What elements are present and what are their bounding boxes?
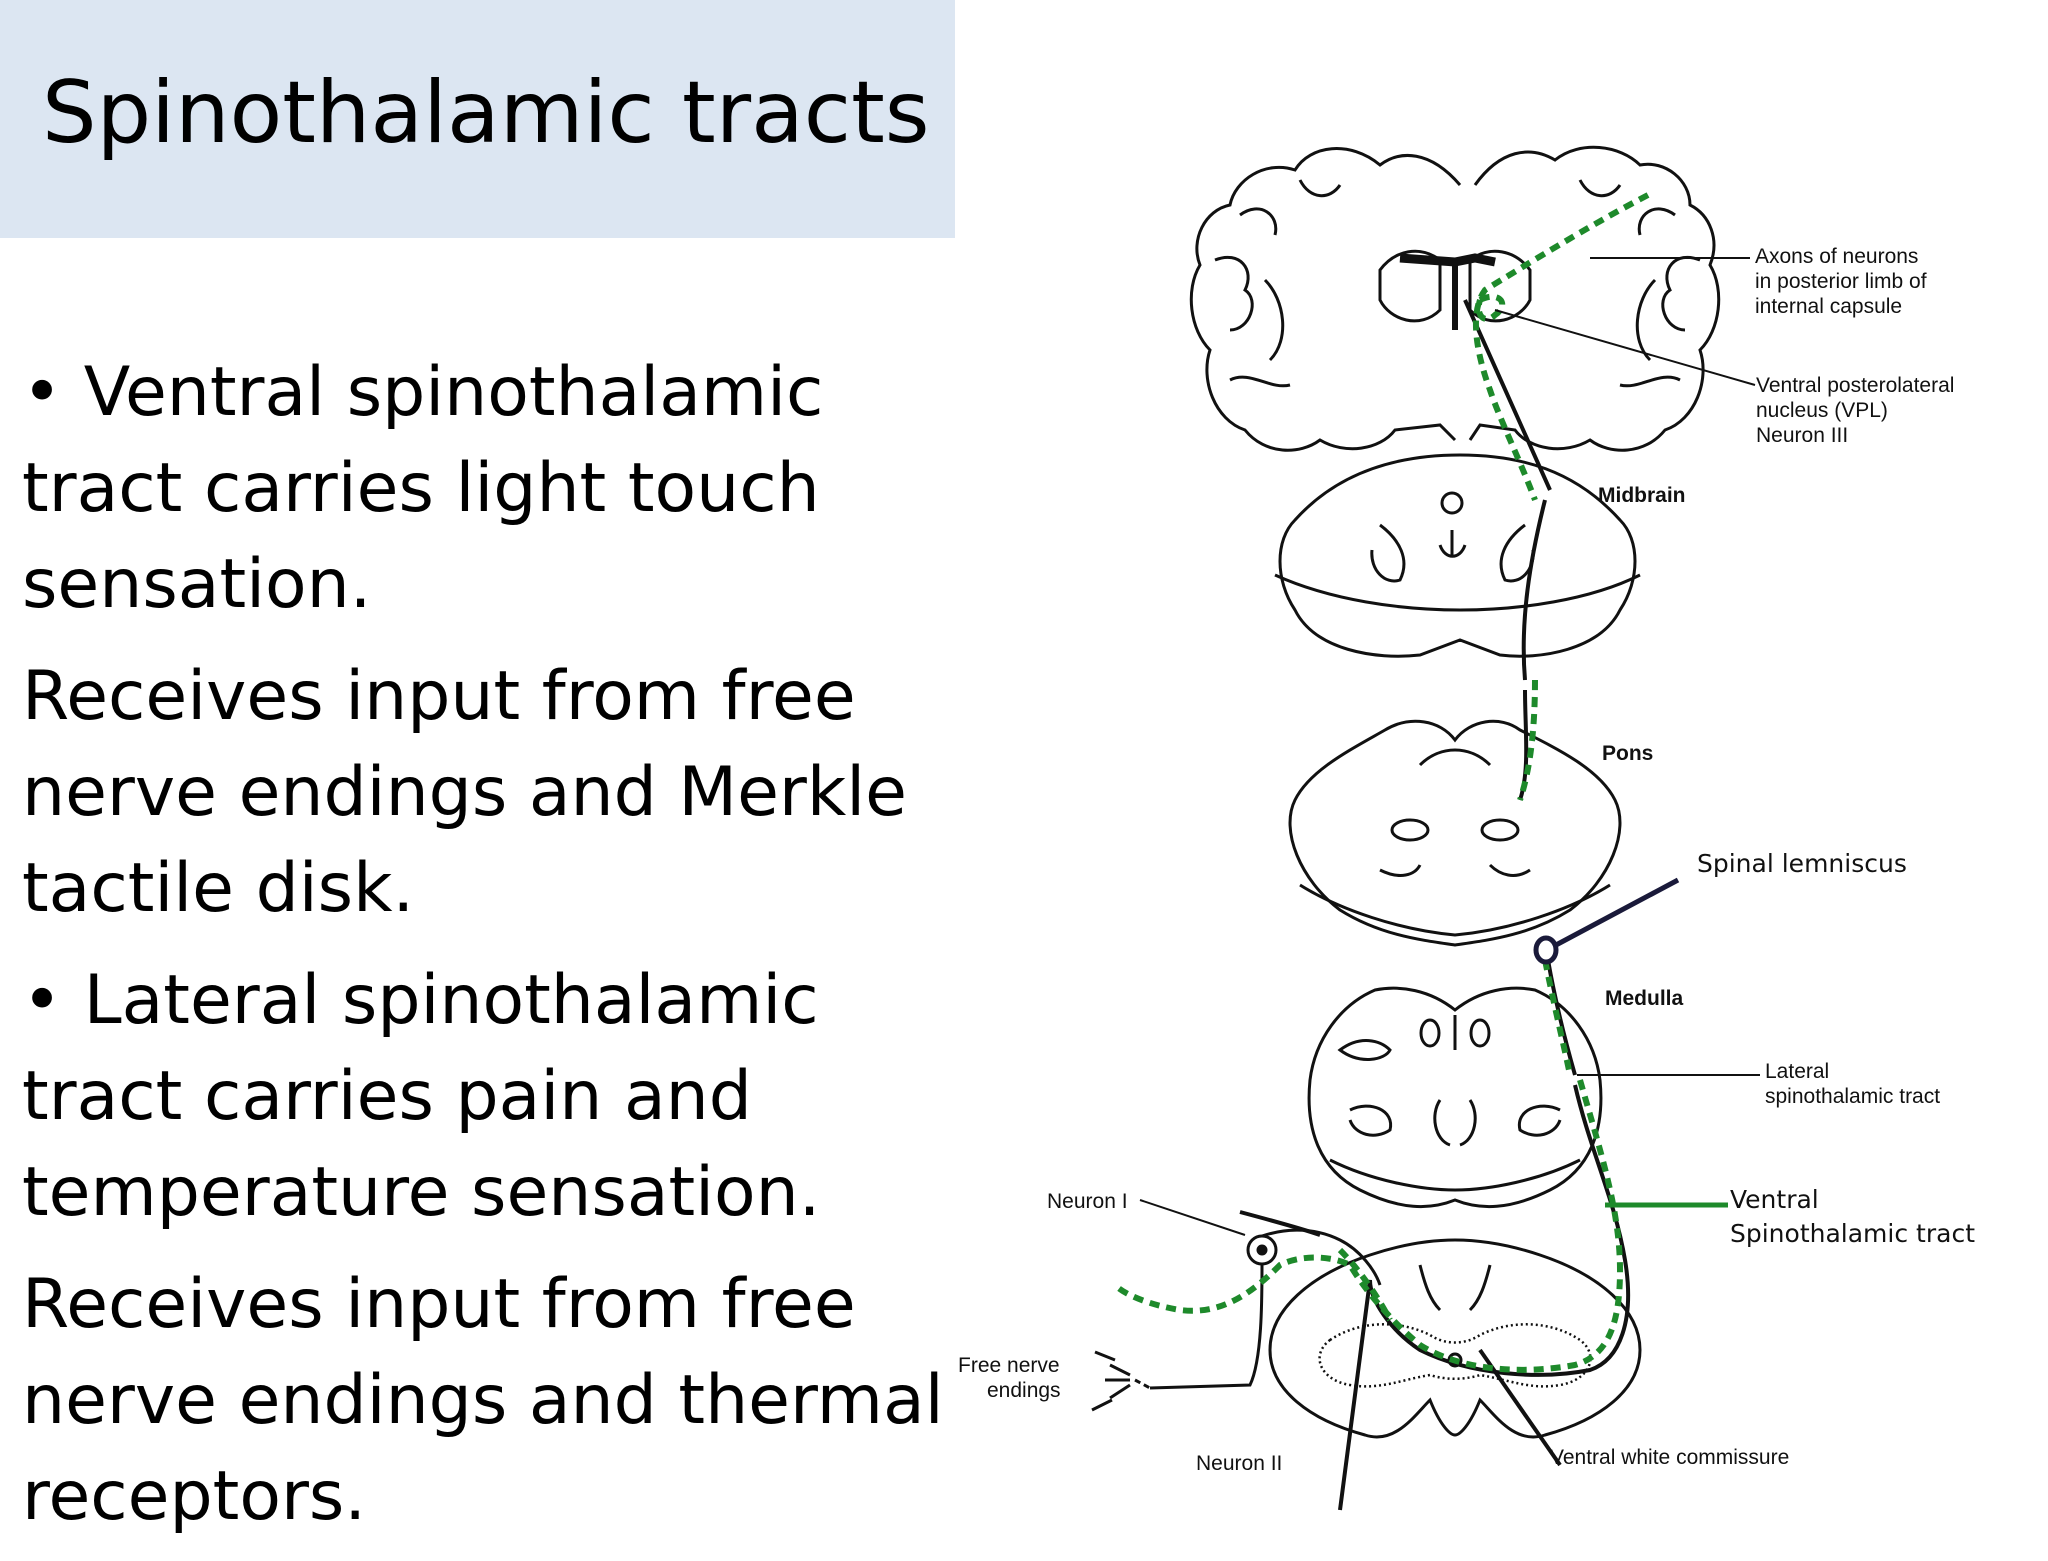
label-midbrain: Midbrain (1598, 484, 1686, 507)
label-spinal-lemniscus: Spinal lemniscus (1697, 849, 1907, 878)
label-axons-1: Axons of neurons (1755, 245, 1918, 268)
paragraph-lateral-input: Receives input from free nerve endings a… (22, 1265, 944, 1536)
paragraph-ventral-input: Receives input from free nerve endings a… (22, 657, 907, 928)
label-vpl-1: Ventral posterolateral (1756, 374, 1954, 397)
spinal-lemniscus-marker (1533, 877, 1680, 965)
slide-title: Spinothalamic tracts (42, 63, 930, 163)
label-pons: Pons (1602, 742, 1653, 765)
ventral-tract-path (1112, 192, 1650, 1373)
title-banner: Spinothalamic tracts (0, 0, 955, 238)
label-medulla: Medulla (1605, 987, 1683, 1010)
label-neuron-ii: Neuron II (1196, 1452, 1282, 1475)
medulla-section (1307, 986, 1603, 1208)
label-lateral-2: spinothalamic tract (1765, 1085, 1940, 1108)
free-nerve-endings-icon (1091, 1350, 1131, 1412)
label-lateral-1: Lateral (1765, 1060, 1829, 1083)
label-free-nerve-1: Free nerve (958, 1354, 1060, 1377)
pons-section (1288, 719, 1622, 947)
paragraph-lateral-tract: • Lateral spinothalamic tract carries pa… (22, 961, 821, 1232)
label-axons-3: internal capsule (1755, 295, 1902, 318)
label-neuron-i: Neuron I (1047, 1190, 1128, 1213)
spinal-cord-section (1268, 1238, 1642, 1439)
cerebrum-section (1189, 145, 1721, 452)
spinothalamic-diagram: Axons of neurons in posterior limb of in… (955, 0, 2048, 1536)
midbrain-section (1274, 453, 1641, 658)
label-axons-2: in posterior limb of (1755, 270, 1927, 293)
label-vpl-3: Neuron III (1756, 424, 1848, 447)
slide-body: • Ventral spinothalamic tract carries li… (22, 345, 962, 1561)
label-ventral-2: Spinothalamic tract (1730, 1219, 1975, 1248)
label-ventral-1: Ventral (1730, 1185, 1819, 1214)
paragraph-ventral-tract: • Ventral spinothalamic tract carries li… (22, 353, 824, 624)
label-free-nerve-2: endings (987, 1379, 1061, 1402)
label-commissure: Ventral white commissure (1550, 1446, 1789, 1469)
label-vpl-2: nucleus (VPL) (1756, 399, 1888, 422)
